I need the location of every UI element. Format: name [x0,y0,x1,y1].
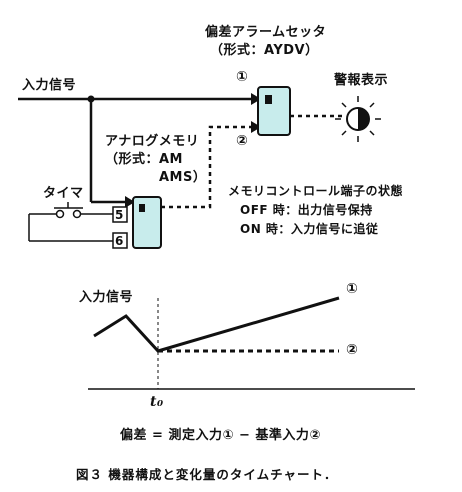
alarm-display-label: 警報表示 [334,73,389,88]
arrow-head [251,121,261,133]
terminal-state-off: OFF 時：出力信号保持 [240,203,373,217]
alarm-lamp-icon [335,96,381,142]
series-1-label: ① [346,281,359,297]
terminal-6-label: 6 [115,234,124,248]
memory-title: アナログメモリ [105,134,200,149]
terminal-5-box [112,206,128,223]
memory-model-line2: AMS） [159,170,207,185]
deviation-formula: 偏差 = 測定入力① − 基準入力② [120,428,321,443]
setter-input-2-label: ② [236,133,249,149]
terminal-state-title: メモリコントロール端子の状態 [228,184,404,198]
arrow-head [251,93,261,105]
t0-label: t₀ [150,394,164,410]
series-1-line [93,296,340,353]
terminal-state-on: ON 時：入力信号に追従 [240,222,379,236]
deviation-setter-title: 偏差アラームセッタ [205,25,327,40]
figure-caption: 図３ 機器構成と変化量のタイムチャート． [76,467,338,482]
timer-label: タイマ [43,186,84,201]
terminal-6-box [112,232,128,249]
memory-output-line [161,125,251,209]
setter-input-1-label: ① [236,69,249,85]
deviation-setter-device [257,86,291,136]
input-signal-label: 入力信号 [22,78,77,93]
series-2-label: ② [346,342,359,358]
memory-model-line1: （形式：AM [105,152,183,167]
chart-ylabel: 入力信号 [79,290,134,305]
timer-switch-icon [28,202,113,242]
arrow-head [125,196,135,208]
terminal-5-label: 5 [115,208,124,222]
deviation-setter-model: （形式：AYDV） [210,43,319,58]
analog-memory-device [132,196,162,249]
